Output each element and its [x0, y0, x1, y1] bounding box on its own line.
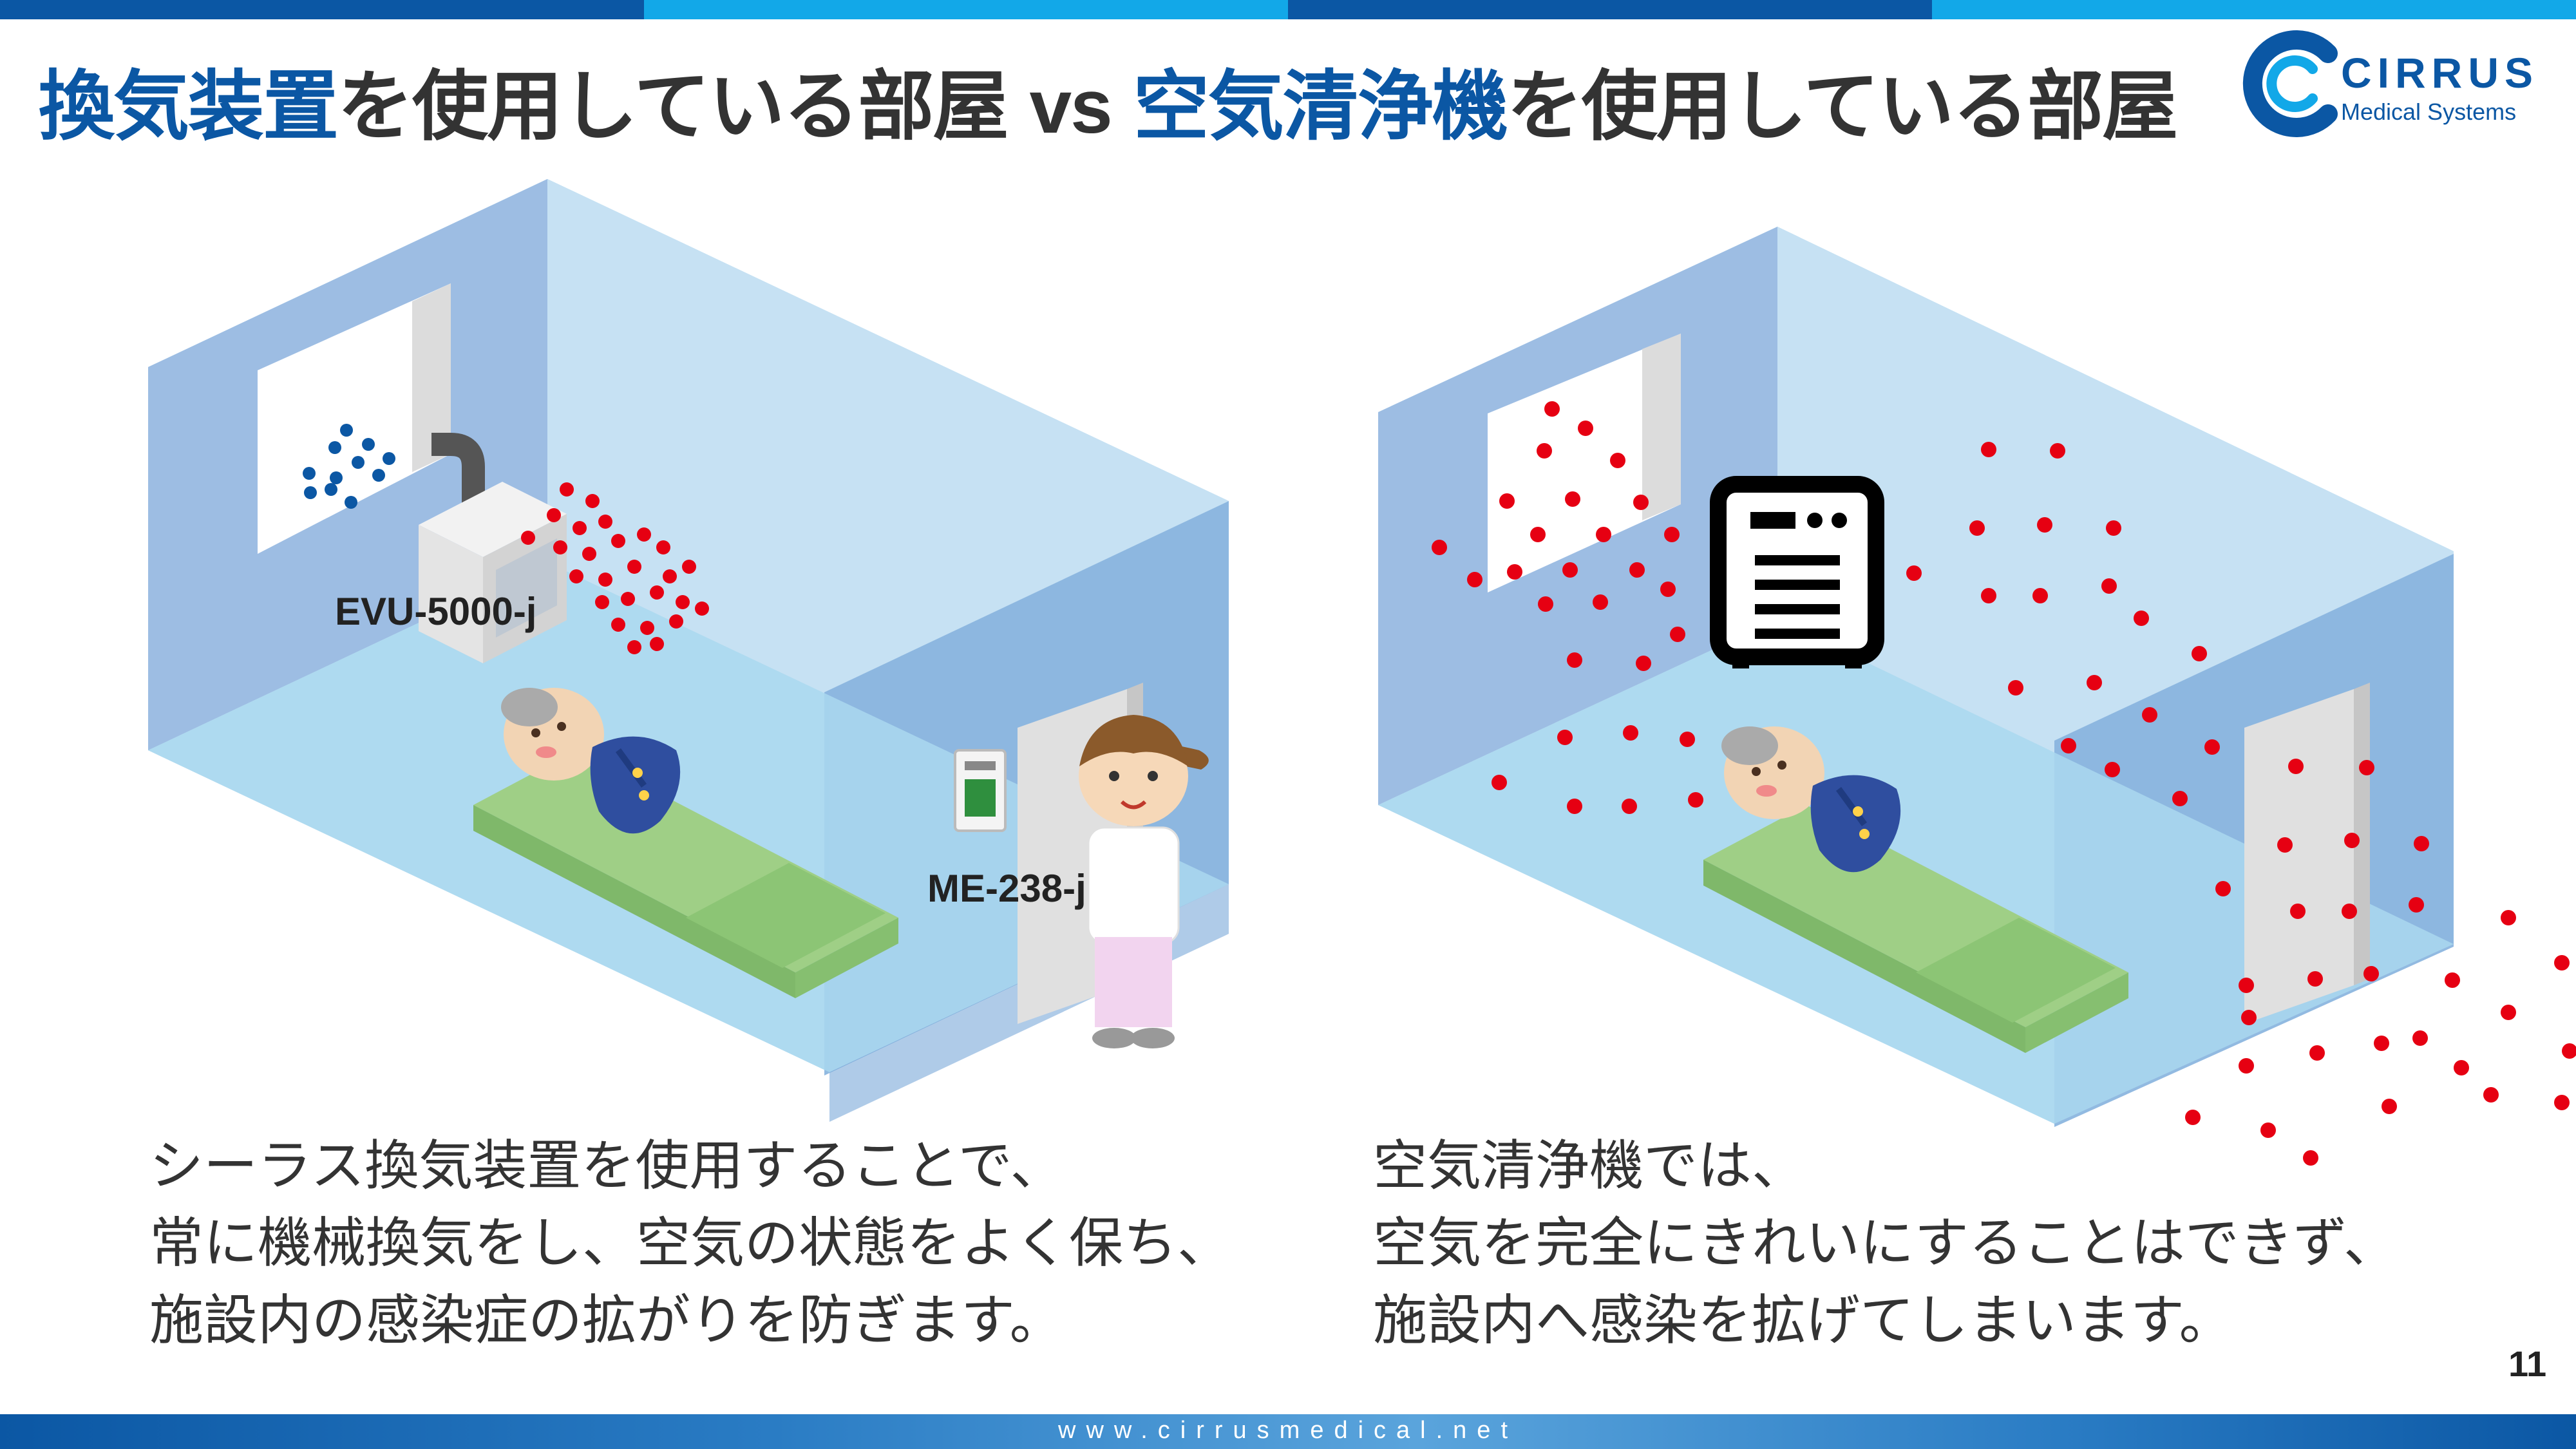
left-caption: シーラス換気装置を使用することで、 常に機械換気をし、空気の状態をよく保ち、 施… — [149, 1127, 1231, 1359]
left-caption-line: 常に機械換気をし、空気の状態をよく保ち、 — [149, 1211, 1232, 1274]
right-caption-line: 施設内へ感染を拡げてしまいます。 — [1373, 1289, 2233, 1352]
logo-name: CIRRUS — [2341, 49, 2539, 97]
right-door — [2244, 683, 2370, 1024]
clean-air-particles — [303, 424, 395, 509]
nurse — [1079, 715, 1209, 1048]
footer-bar: www.cirrusmedical.net — [0, 1414, 2576, 1449]
title-vs: vs — [1029, 64, 1112, 149]
title-left-rest: を使用している部屋 — [337, 62, 1009, 151]
title-right-highlight: 空気清浄機 — [1133, 62, 1508, 151]
cirrus-c-icon — [2242, 30, 2338, 137]
title-left-highlight: 換気装置 — [39, 62, 339, 151]
left-contaminant-particles — [521, 482, 709, 654]
monitor-device — [954, 749, 1007, 832]
right-contaminant-particles — [1432, 401, 2576, 1166]
left-caption-line: 施設内の感染症の拡がりを防ぎます。 — [149, 1289, 1064, 1352]
logo-subtitle: Medical Systems — [2341, 99, 2517, 125]
right-caption-line: 空気清浄機では、 — [1373, 1134, 1806, 1197]
title-right-rest: を使用している部屋 — [1506, 62, 2178, 151]
top-accent-bar — [0, 0, 2576, 19]
cirrus-logo: CIRRUS Medical Systems — [2238, 29, 2547, 138]
monitor-label: ME-238-j — [927, 867, 1086, 910]
air-purifier-icon — [1710, 476, 1884, 668]
ventilator-device — [419, 433, 567, 663]
page-number: 11 — [2508, 1343, 2547, 1384]
left-caption-line: シーラス換気装置を使用することで、 — [149, 1134, 1065, 1197]
left-window — [258, 283, 451, 554]
ventilator-label: EVU-5000-j — [335, 590, 536, 633]
right-caption: 空気清浄機では、 空気を完全にきれいにすることはできず、 施設内へ感染を拡げてし… — [1373, 1127, 2398, 1359]
right-caption-line: 空気を完全にきれいにすることはできず、 — [1373, 1211, 2398, 1274]
footer-url[interactable]: www.cirrusmedical.net — [1058, 1417, 1518, 1444]
